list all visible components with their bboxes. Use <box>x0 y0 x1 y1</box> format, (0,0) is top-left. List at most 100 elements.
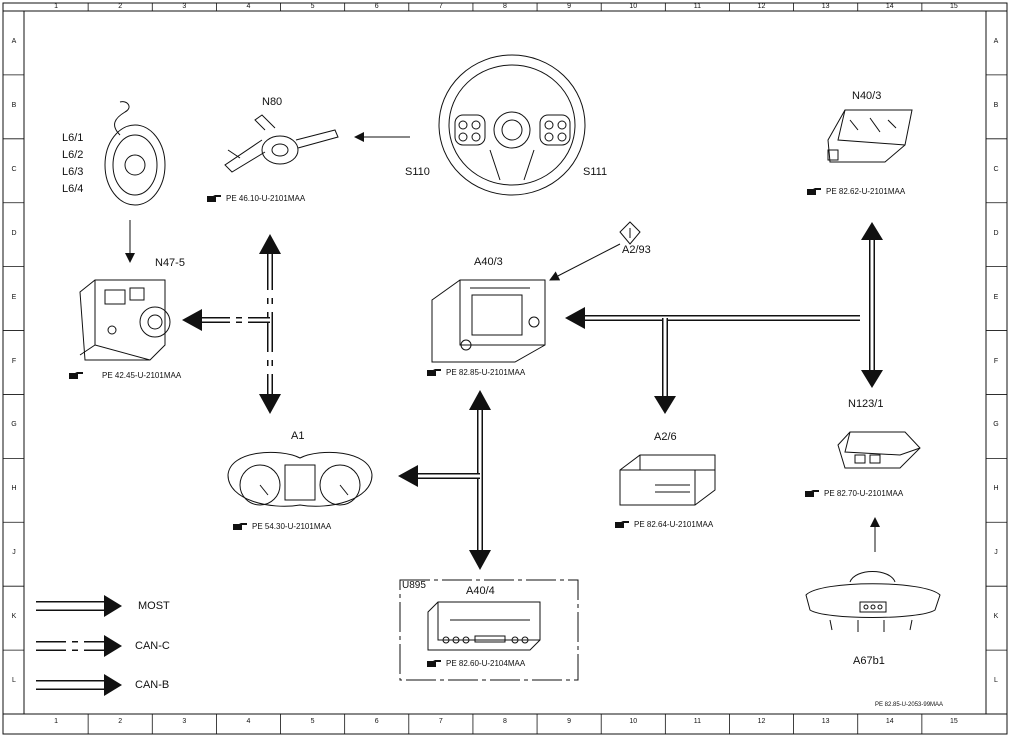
can-c-arrow-down-a1 <box>259 394 281 414</box>
a40-3-ref-text: PE 82.85-U-2101MAA <box>446 368 526 377</box>
grid-row-label: J <box>12 549 16 557</box>
grid-column-label: 5 <box>310 718 315 725</box>
grid-column-label: 10 <box>629 3 638 10</box>
wheel-speed-sensor-drawing <box>104 101 166 206</box>
grid-row-label: C <box>993 165 999 173</box>
grid-column-label: 15 <box>950 3 958 10</box>
grid-row-label: C <box>11 165 17 173</box>
grid-column-label: 3 <box>182 718 187 725</box>
a2-6-label: A2/6 <box>654 431 677 443</box>
grid-row-label: H <box>11 485 17 493</box>
u895-box <box>399 579 579 681</box>
a2-6-ref: PE 82.64-U-2101MAA <box>614 520 713 529</box>
pointing-hand-icon <box>805 490 819 497</box>
n80-ref-text: PE 46.10-U-2101MAA <box>226 194 306 203</box>
grid-column-label: 4 <box>246 718 251 725</box>
document-number: PE 82.85-U-2053-99MAA <box>875 702 944 708</box>
most-arrow-left-a1 <box>398 465 418 487</box>
cd-changer-drawing <box>619 454 716 506</box>
dvd-player-drawing <box>427 601 541 651</box>
grid-row-label: H <box>993 485 999 493</box>
most-arrow-down-a2-6 <box>654 396 676 414</box>
most-arrow-down-n123-1 <box>861 370 883 388</box>
a40-3-label: A40/3 <box>474 256 503 268</box>
grid-column-label: 11 <box>693 718 702 725</box>
can-c-arrow-up-n80 <box>259 234 281 254</box>
grid-row-label: F <box>993 357 999 365</box>
grid-row-label: E <box>11 293 17 301</box>
a2-93-label: A2/93 <box>622 244 651 256</box>
l6-label-2: L6/2 <box>62 149 84 161</box>
grid-row-label: G <box>11 421 17 429</box>
grid-column-label: 8 <box>503 718 507 725</box>
grid-column-label: 10 <box>629 718 638 725</box>
can-c-arrow-left-n47-5 <box>182 309 202 331</box>
a1-label: A1 <box>291 430 305 442</box>
a1-ref: PE 54.30-U-2101MAA <box>232 522 331 531</box>
grid-column-label: 13 <box>821 718 830 725</box>
grid-column-label: 11 <box>693 3 702 10</box>
most-bus <box>398 222 883 570</box>
grid-row-label: A <box>993 37 999 45</box>
a2-6-ref-text: PE 82.64-U-2101MAA <box>634 520 714 529</box>
telematics-module-drawing <box>837 431 921 469</box>
comand-unit-drawing <box>431 279 546 363</box>
n47-5-ref-text: PE 42.45-U-2101MAA <box>102 371 182 380</box>
steering-wheel-drawing <box>438 54 586 196</box>
legend <box>36 595 122 696</box>
a40-4-ref-text: PE 82.60-U-2104MAA <box>446 659 526 668</box>
legend-most-label: MOST <box>138 600 170 612</box>
grid-column-label: 5 <box>310 3 315 10</box>
l6-label-3: L6/3 <box>62 166 84 178</box>
n80-ref: PE 46.10-U-2101MAA <box>206 194 305 203</box>
pointing-hand-icon <box>427 660 441 667</box>
grid-column-label: 3 <box>182 3 187 10</box>
grid-column-label: 15 <box>950 718 958 725</box>
legend-can-b-arrow <box>104 674 122 696</box>
grid-column-label: 1 <box>54 718 59 725</box>
grid-column-label: 8 <box>503 3 507 10</box>
grid-column-label: 12 <box>757 3 766 10</box>
pointing-hand-icon <box>233 523 247 530</box>
grid-row-label: F <box>11 357 17 365</box>
mirror-camera-drawing <box>805 571 941 632</box>
legend-can-c-arrow <box>104 635 122 657</box>
column-ticks <box>87 3 923 734</box>
grid-column-label: 9 <box>567 718 572 725</box>
legend-can-b-label: CAN-B <box>135 679 170 691</box>
a67b1-label: A67b1 <box>853 655 885 667</box>
l6-label-4: L6/4 <box>62 183 84 195</box>
grid-row-label: J <box>994 549 998 557</box>
grid-column-label: 9 <box>567 3 572 10</box>
legend-can-c-label: CAN-C <box>135 640 170 652</box>
a2-93-diamond <box>619 221 641 245</box>
a40-3-ref: PE 82.85-U-2101MAA <box>426 368 525 377</box>
grid-column-label: 7 <box>438 3 443 10</box>
grid-row-label: A <box>11 37 17 45</box>
grid-column-label: 13 <box>821 3 830 10</box>
n40-3-ref: PE 82.62-U-2101MAA <box>806 187 905 196</box>
grid-row-label: G <box>993 421 999 429</box>
steering-column-module-drawing <box>224 114 339 173</box>
grid-row-label: K <box>11 613 17 621</box>
grid-column-label: 2 <box>118 718 123 725</box>
n40-3-label: N40/3 <box>852 90 882 102</box>
grid-column-label: 4 <box>246 3 251 10</box>
amplifier-drawing <box>827 109 913 163</box>
signal-arrows <box>125 132 880 552</box>
most-arrow-left-a40-3 <box>565 307 585 329</box>
grid-row-label: K <box>993 613 999 621</box>
pointing-hand-icon <box>807 188 821 195</box>
grid-column-label: 1 <box>54 3 59 10</box>
grid-column-label: 6 <box>374 3 379 10</box>
pointing-hand-icon <box>207 195 221 202</box>
grid-column-label: 6 <box>374 718 379 725</box>
legend-most-arrow <box>104 595 122 617</box>
grid-column-label: 14 <box>885 3 894 10</box>
l6-label-1: L6/1 <box>62 132 84 144</box>
n80-label: N80 <box>262 96 283 108</box>
grid-row-label: E <box>993 293 999 301</box>
pointing-hand-icon <box>615 521 629 528</box>
